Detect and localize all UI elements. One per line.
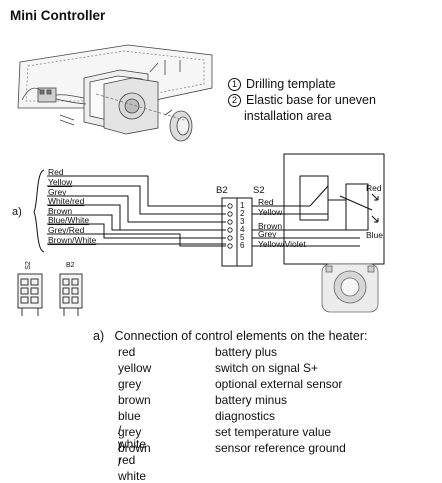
wire-label-grey: Grey (48, 187, 67, 197)
connector-housings (17, 263, 379, 316)
legend-text: Drilling template (246, 77, 336, 91)
legend-item-2: 2 Elastic base for uneven (228, 93, 376, 108)
pin-number: 4 (240, 225, 245, 234)
legend-text-line-2: installation area (244, 109, 332, 123)
connection-color: brown / white (118, 441, 151, 483)
pin-number: 6 (240, 241, 245, 250)
right-wire-grey: Grey (258, 229, 277, 239)
wiring-schematic (33, 153, 385, 267)
pin-number: 1 (240, 201, 245, 210)
page-title: Mini Controller (10, 8, 106, 23)
right-wire-yellow: Yellow (258, 207, 283, 217)
connector-label-b2: B2 (66, 262, 75, 269)
pin-number: 5 (240, 233, 245, 242)
caption-text: Connection of control elements on the he… (114, 329, 368, 343)
connection-function: set temperature value (215, 425, 332, 439)
connection-function: battery plus (215, 345, 278, 359)
connection-function: switch on signal S+ (215, 361, 319, 375)
connector-label-s2: S2 (24, 261, 32, 270)
connector-b2-housing (59, 273, 83, 309)
connection-function: sensor reference ground (215, 441, 346, 455)
legend-number: 1 (228, 78, 241, 91)
connection-color: blue / white (118, 409, 147, 451)
sensor-label-red: Red (366, 183, 382, 193)
right-wire-red: Red (258, 197, 274, 207)
legend-item-1: 1 Drilling template (228, 77, 336, 92)
wire-label-brown-white: Brown/White (48, 235, 97, 245)
header-s2: S2 (253, 185, 265, 196)
wire-grey-red (47, 233, 226, 247)
header-b2: B2 (216, 185, 228, 196)
potentiometer (345, 183, 369, 231)
legend-text: Elastic base for uneven (246, 93, 376, 107)
connection-function: optional external sensor (215, 377, 343, 391)
wire-yellow (47, 185, 226, 215)
wire-grey (47, 195, 226, 223)
pin-number: 3 (240, 217, 245, 226)
sensor-label-blue: Blue (366, 230, 384, 240)
wire-label-yellow: Yellow (48, 177, 73, 187)
connection-color: grey (118, 377, 142, 391)
legend-number: 2 (228, 94, 241, 107)
wire-red (47, 175, 226, 207)
right-wire-brown: Brown (258, 221, 283, 231)
wire-brown (47, 214, 226, 231)
caption: a) Connection of control elements on the… (93, 329, 367, 343)
connection-color: red (118, 345, 136, 359)
connection-color: yellow (118, 361, 152, 375)
wire-label-red: Red (48, 167, 64, 177)
exploded-view-illustration (17, 44, 213, 142)
connection-color: brown (118, 393, 151, 407)
wire-label-brown: Brown (48, 206, 73, 216)
wire-label-white-red: White/red (48, 196, 85, 206)
connection-function: battery minus (215, 393, 288, 407)
wire-blue-white (47, 223, 226, 239)
wire-label-blue-white: Blue/White (48, 215, 90, 225)
wire-bundle-brace (33, 169, 45, 253)
pin-number: 2 (240, 209, 245, 218)
caption-marker: a) (93, 329, 105, 343)
connection-function: diagnostics (215, 409, 276, 423)
section-marker: a) (12, 206, 22, 218)
right-wire-yellow-violet: Yellow/Violet (258, 239, 306, 249)
wire-white-red (47, 204, 121, 230)
wire-label-grey-red: Grey/Red (48, 225, 85, 235)
